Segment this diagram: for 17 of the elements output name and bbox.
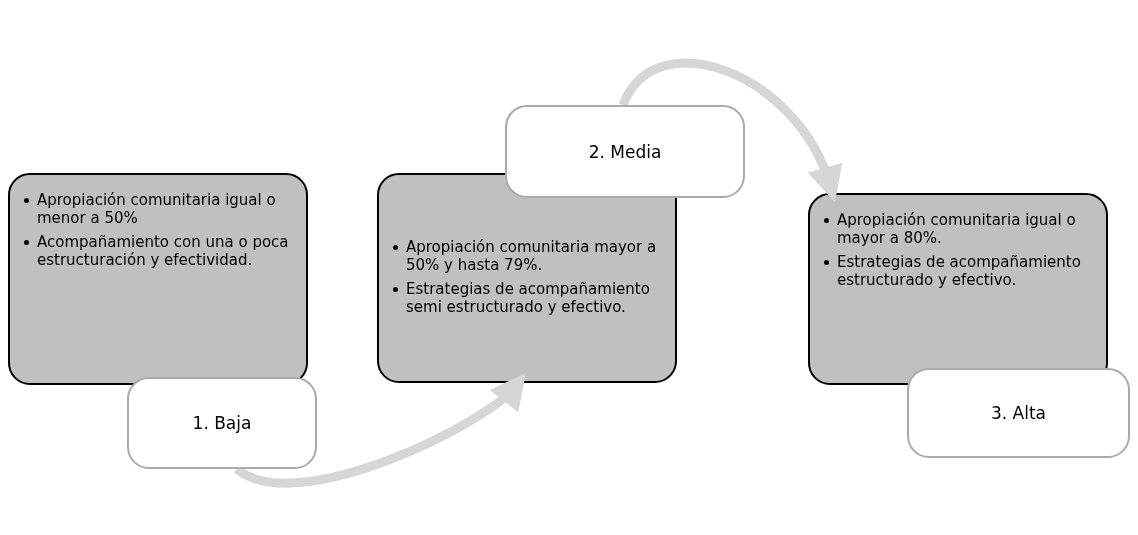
bullet-text: Acompañamiento con una o poca estructuración y efectividad. xyxy=(37,233,290,269)
criteria-box xyxy=(8,173,308,385)
curved-arrow xyxy=(619,58,841,202)
level-label-box xyxy=(127,377,317,469)
bullet-text: Apropiación comunitaria igual o menor a 50% xyxy=(37,191,277,227)
criteria-box xyxy=(808,193,1108,385)
level-label-box xyxy=(505,105,745,198)
bullet-text: Estrategias de acompañamiento estructurado y efectivo. xyxy=(837,253,1082,289)
criteria-box xyxy=(377,173,677,383)
bullet-text: Apropiación comunitaria igual o mayor a 80%. xyxy=(837,211,1077,247)
level-title: 3. Alta xyxy=(990,403,1047,423)
level-title: 1. Baja xyxy=(192,413,252,433)
bullet-text: Estrategias de acompañamiento semi estructurado y efectivo. xyxy=(406,280,651,316)
level-title: 2. Media xyxy=(588,141,662,162)
curved-arrow xyxy=(234,374,528,488)
level-label-box xyxy=(907,368,1130,458)
bullet-text: Apropiación comunitaria mayor a 50% y hasta 79%. xyxy=(406,238,658,274)
